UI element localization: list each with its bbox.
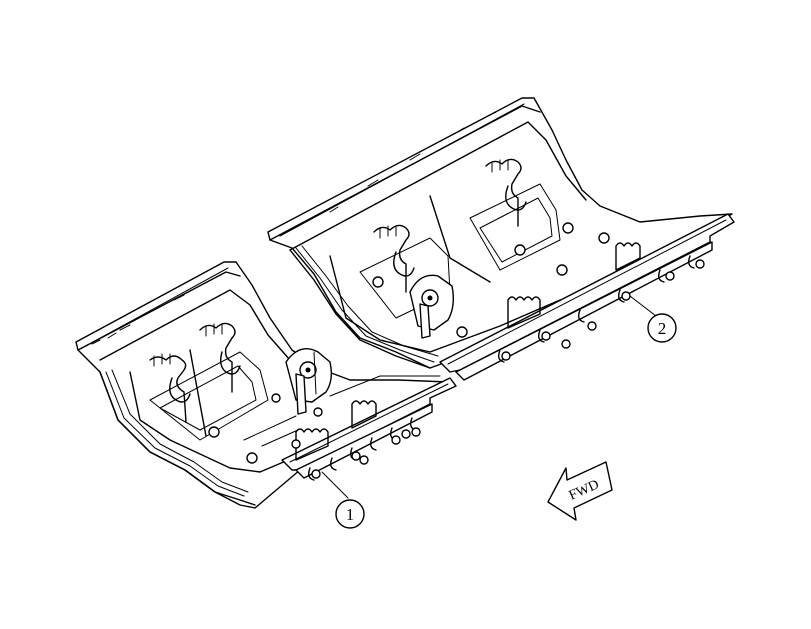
rail-springs [291,400,377,461]
bolt-icon [372,276,384,288]
bolt-icon [456,326,468,338]
spring-clip-rear-left [373,224,415,293]
bolt-icon [514,244,526,256]
callout-1-label: 1 [346,505,355,524]
pivot-plate [285,348,333,415]
bolt-icon [598,232,610,244]
rear-seat-frame [267,97,735,381]
spring-clip-rear-right [485,158,527,227]
center-pivot-plate [409,274,455,339]
front-seat-frame [75,261,457,509]
bolt-icon [556,264,568,276]
rear-side-rail [439,213,735,381]
bolt-icon [208,426,220,438]
spring-clip-center [199,322,241,393]
spring-clip-left [149,353,191,423]
bolt-icon [562,222,574,234]
bolt-icon [246,452,258,464]
rear-rail-springs [507,242,641,329]
callout-2: 2 [629,295,677,343]
fwd-direction-arrow: FWD [547,461,613,521]
bolt-icon [271,393,281,403]
callout-1: 1 [321,471,365,529]
callout-2-label: 2 [658,319,667,338]
